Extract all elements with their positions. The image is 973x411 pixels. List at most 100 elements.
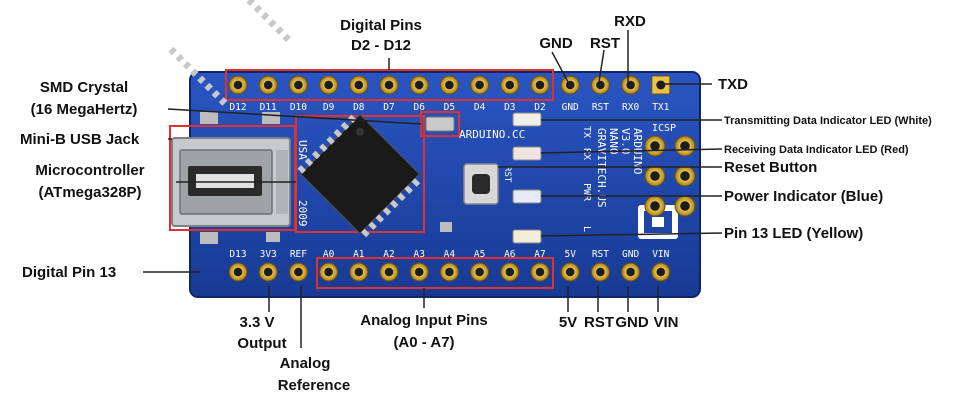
callout-digital-pin-13: Digital Pin 13	[22, 264, 116, 281]
chip-lead	[204, 82, 213, 92]
callout-gnd-bottom: GND	[615, 314, 649, 331]
pin-label: RST	[592, 102, 609, 113]
pin-pad	[409, 262, 429, 282]
callout-labels: Digital Pins D2 - D12 GND RST RXD TXD SM…	[20, 13, 932, 394]
pin-label: D10	[290, 102, 307, 113]
pin-pad	[288, 262, 308, 282]
callout-5v: 5V	[559, 314, 577, 331]
callout-tx-led: Transmitting Data Indicator LED (White)	[724, 115, 932, 127]
smd-part	[200, 112, 218, 124]
chip-lead	[246, 0, 255, 6]
pin-pad	[621, 75, 641, 95]
board-brand-text: ARDUINO.CC	[459, 128, 525, 141]
pin-label: 3V3	[260, 249, 277, 260]
pin-label: REF	[290, 249, 307, 260]
pin-pad	[349, 75, 369, 95]
board-l-text: L	[581, 226, 592, 232]
reset-button-part	[463, 163, 499, 205]
chip-lead	[368, 221, 377, 231]
tx-led	[512, 112, 542, 127]
pin-label: D9	[323, 102, 335, 113]
microcontroller-chip	[299, 113, 421, 235]
pin-label: A4	[444, 249, 456, 260]
callout-rxd: RXD	[614, 13, 646, 30]
pin-pad	[621, 262, 641, 282]
callout-smd-crystal: SMD Crystal	[40, 79, 128, 96]
chip-lead	[175, 53, 185, 63]
callout-digital-pins-range: D2 - D12	[351, 37, 411, 54]
chip-lead	[389, 199, 399, 209]
chip-lead	[411, 178, 421, 187]
chip-lead	[311, 150, 321, 160]
callout-microcontroller-model: (ATmega328P)	[38, 184, 141, 201]
chip-lead	[382, 207, 392, 216]
pin-pad	[319, 262, 339, 282]
chip-lead	[182, 61, 192, 70]
pin-pad	[439, 75, 459, 95]
smd-part	[266, 232, 280, 242]
pin-pad	[258, 262, 278, 282]
icsp-pad	[644, 135, 666, 157]
pin-label: A5	[474, 249, 485, 260]
callout-rx-led: Receiving Data Indicator LED (Red)	[724, 144, 909, 156]
chip-lead	[340, 121, 350, 131]
board-rst-text: RST	[502, 166, 512, 183]
pin-pad	[319, 75, 339, 95]
callout-usb-jack: Mini-B USB Jack	[20, 131, 140, 148]
pin-label: RX0	[622, 102, 639, 113]
callout-analog-reference: Reference	[278, 377, 351, 394]
pin-pad	[530, 262, 550, 282]
pin13-led	[512, 229, 542, 244]
pin-pad	[500, 75, 520, 95]
chip-lead	[168, 46, 177, 56]
pin-pad	[590, 75, 610, 95]
rx-led	[512, 146, 542, 161]
pin-label: A2	[383, 249, 394, 260]
pin-label: A6	[504, 249, 516, 260]
pin-label: A3	[413, 249, 424, 260]
callout-smd-crystal-freq: (16 MegaHertz)	[31, 101, 138, 118]
pin-hole	[656, 80, 666, 90]
pin-pad	[349, 262, 369, 282]
pin-pad	[530, 75, 550, 95]
pin-label: RST	[592, 249, 609, 260]
pin-label: GND	[562, 102, 579, 113]
pin-pad	[288, 75, 308, 95]
analog-pins-bracket	[316, 257, 554, 289]
chip-lead	[297, 165, 306, 174]
board-tx-text: TX	[581, 126, 592, 138]
pin-pad	[470, 262, 490, 282]
board-pwr-text: PWR	[581, 183, 592, 202]
pin-label: A1	[353, 249, 365, 260]
pin-label: D8	[353, 102, 365, 113]
pin-pad	[228, 262, 248, 282]
chip-leads	[168, 0, 421, 238]
callout-rst-bottom: RST	[584, 314, 614, 331]
icsp-pad	[644, 165, 666, 187]
pin-pad	[590, 262, 610, 282]
callout-microcontroller: Microcontroller	[35, 162, 144, 179]
pin-label: D3	[504, 102, 515, 113]
pin-label: VIN	[652, 249, 669, 260]
icsp-pad	[644, 195, 666, 217]
chip-lead	[326, 136, 335, 145]
chip-lead	[375, 214, 385, 223]
callout-analog-inputs: Analog Input Pins	[360, 312, 488, 329]
board-silkscreen: ARDUINO.CC USA 2009 TX RX RST PWR L V3.0…	[296, 123, 676, 232]
pin-pad	[228, 75, 248, 95]
smd-part	[200, 232, 218, 244]
callout-3v3: 3.3 V	[239, 314, 274, 331]
chip-lead	[268, 19, 277, 28]
chip-lead	[282, 33, 291, 43]
power-led	[512, 189, 542, 204]
icsp-header	[644, 135, 696, 217]
callout-analog: Analog	[280, 355, 331, 372]
board-name-line3: V3.0	[619, 128, 632, 155]
pin-pad	[560, 75, 580, 95]
board-usa-text: USA	[296, 140, 309, 160]
pin-label: A0	[323, 249, 335, 260]
callout-txd: TXD	[718, 76, 748, 93]
pin-label: GND	[622, 249, 639, 260]
